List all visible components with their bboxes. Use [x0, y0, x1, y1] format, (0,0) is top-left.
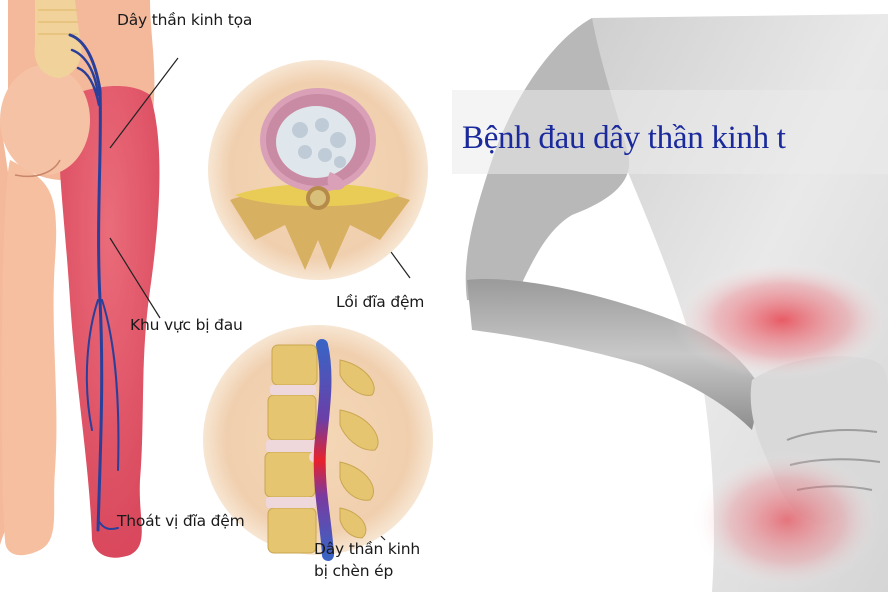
label-compressed-nerve-1: Dây thần kinh [314, 540, 421, 558]
label-sciatic-nerve: Dây thần kinh tọa [117, 11, 253, 29]
disc-cross-section [208, 60, 428, 280]
label-compressed-nerve-2: bị chèn ép [314, 562, 394, 580]
back-pain-figure [465, 14, 888, 592]
anatomy-drawing [0, 0, 433, 561]
spine-side-view [203, 325, 433, 561]
label-disc-herniation: Thoát vị đĩa đệm [117, 512, 245, 530]
label-pain-area: Khu vực bị đau [130, 316, 243, 334]
body-figure [0, 0, 160, 560]
title-banner [452, 90, 888, 174]
photo-title: Bệnh đau dây thần kinh t [462, 120, 786, 156]
back-pain-photo: Bệnh đau dây thần kinh t [452, 0, 888, 592]
label-herniated-bulge: Lồi đĩa đệm [336, 293, 425, 311]
sciatic-nerve [68, 33, 120, 532]
sciatica-illustration: Dây thần kinh tọa Lồi đĩa đệm Khu vực bị… [0, 0, 433, 580]
